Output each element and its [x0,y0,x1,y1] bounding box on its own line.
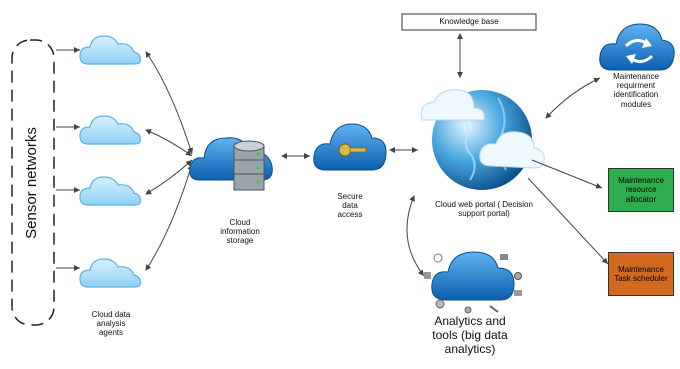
agent-cloud-icon [79,35,141,65]
agent-cloud-icon [79,258,141,288]
agent-cloud-icon [79,176,141,206]
agent-to-storage-arrows [145,51,194,271]
cloud-storage-icon [189,137,273,191]
portal-scheduler-arrow [527,177,609,265]
key-icon [338,143,367,157]
database-icon [233,140,265,191]
cloud-agents-label: Cloud data analysis agents [91,310,131,338]
sync-cloud-icon [599,23,675,71]
web-portal-globe-icon [420,89,545,190]
portal-allocator-arrow [531,159,603,189]
analytics-label: Analytics and tools (big data analytics) [432,314,508,356]
cloud-storage-label: Cloud information storage [220,218,260,246]
knowledge-base-label: Knowledge base [439,17,499,26]
secure-access-label: Secure data access [337,192,363,220]
agent-cloud-icon [79,115,141,145]
web-portal-label: Cloud web portal ( Decision support port… [435,200,533,219]
maintenance-allocator-box: Maintenance resource allocator [608,168,674,212]
maintenance-scheduler-box: Maintenance Task scheduler [608,252,674,296]
knowledge-base-box [401,13,537,31]
sensor-networks-bracket [11,39,55,326]
portal-requirement-arrow [545,77,601,119]
portal-analytics-arrow [406,195,425,277]
secure-access-icon [313,123,387,171]
sensor-networks-label: Sensor networks [23,127,40,239]
analytics-tools-icon [424,251,522,314]
sensor-to-cloud-arrows [56,47,80,271]
maintenance-requirement-label: Maintenance requirment identification mo… [613,72,659,109]
